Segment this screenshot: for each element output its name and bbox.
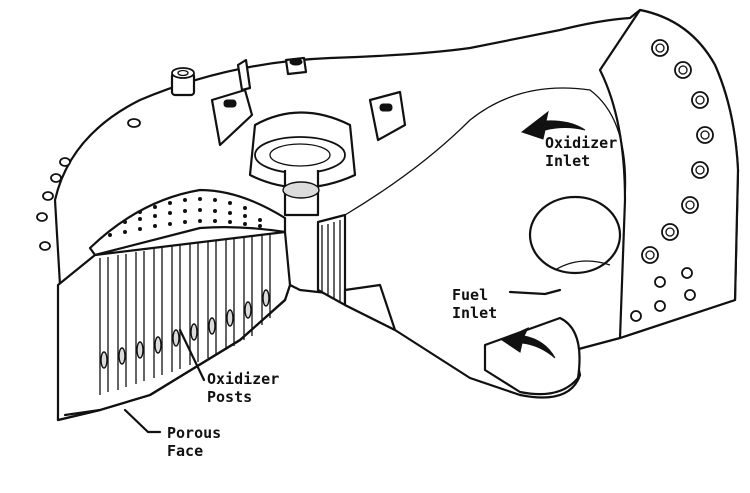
flange-bolt-holes [630, 39, 714, 322]
central-boss [248, 111, 357, 217]
oxidizer-posts-label: Oxidizer Posts [207, 370, 280, 406]
oxidizer-inlet-arrow [520, 110, 586, 140]
porous-face-edge [63, 298, 287, 417]
porous-face-label: Porous Face [167, 424, 222, 460]
oxidizer-inlet-label: Oxidizer Inlet [545, 134, 618, 170]
oxidizer-posts [99, 234, 271, 395]
fuel-manifold-opening [528, 195, 622, 275]
top-bolt [170, 67, 196, 97]
fuel-inlet-arrow [500, 326, 556, 359]
left-bolt-holes [36, 118, 141, 251]
right-section-posts [321, 220, 341, 302]
dome-hole-pattern [108, 197, 262, 237]
fuel-inlet-label: Fuel Inlet [452, 286, 498, 322]
mounting-brackets [210, 56, 407, 147]
lower-section-step [343, 283, 397, 332]
fuel-passage-edge [554, 260, 611, 271]
inlet-passage [344, 87, 627, 216]
